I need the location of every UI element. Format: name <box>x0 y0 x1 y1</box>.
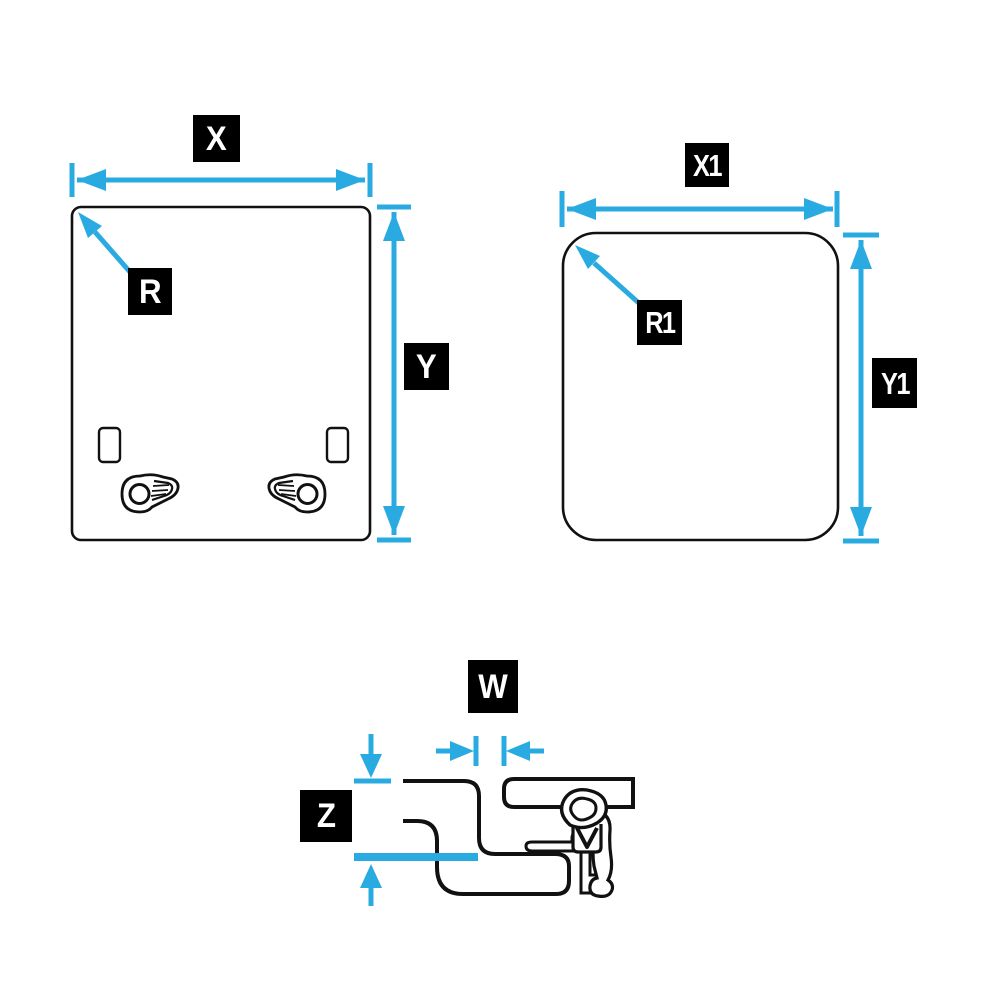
dimension-label-r1: R1 <box>637 300 682 345</box>
y-dimension-arrow <box>377 204 411 543</box>
y1-dimension-arrow <box>843 232 879 544</box>
dimension-label-r1-text: R1 <box>644 305 676 340</box>
cutout-outline <box>561 231 840 542</box>
r-radius-arrow <box>78 212 132 274</box>
dimension-label-r-text: R <box>138 272 162 311</box>
dimension-label-y: Y <box>404 343 449 390</box>
cutout-top-view <box>559 191 879 544</box>
hinge-slot-right-icon <box>325 426 350 464</box>
dimension-label-w-text: W <box>478 667 508 706</box>
gasket-section <box>559 788 615 898</box>
edge-section-view <box>354 734 635 906</box>
dimension-label-z-text: Z <box>316 797 336 835</box>
dimension-label-y1: Y1 <box>872 358 917 408</box>
dimension-label-x-text: X <box>206 119 227 158</box>
x-dimension-arrow <box>69 163 373 197</box>
z-dimension-arrow <box>354 734 478 906</box>
dimension-label-w: W <box>468 660 518 713</box>
lid-edge-section <box>403 779 571 896</box>
hinge-slot-left-icon <box>97 426 122 464</box>
dimension-label-x: X <box>193 115 240 162</box>
latch-left-icon <box>120 473 180 514</box>
r1-radius-arrow <box>575 245 642 306</box>
dimension-label-r: R <box>128 268 172 315</box>
dimension-label-y1-text: Y1 <box>880 365 910 401</box>
dimension-label-z: Z <box>300 790 352 842</box>
w-dimension-arrow <box>436 736 544 766</box>
dimension-label-y-text: Y <box>416 347 437 386</box>
lid-top-view <box>69 163 411 543</box>
dimension-label-x1-text: X1 <box>693 147 722 183</box>
x1-dimension-arrow <box>559 191 840 227</box>
dimension-label-x1: X1 <box>685 143 729 187</box>
